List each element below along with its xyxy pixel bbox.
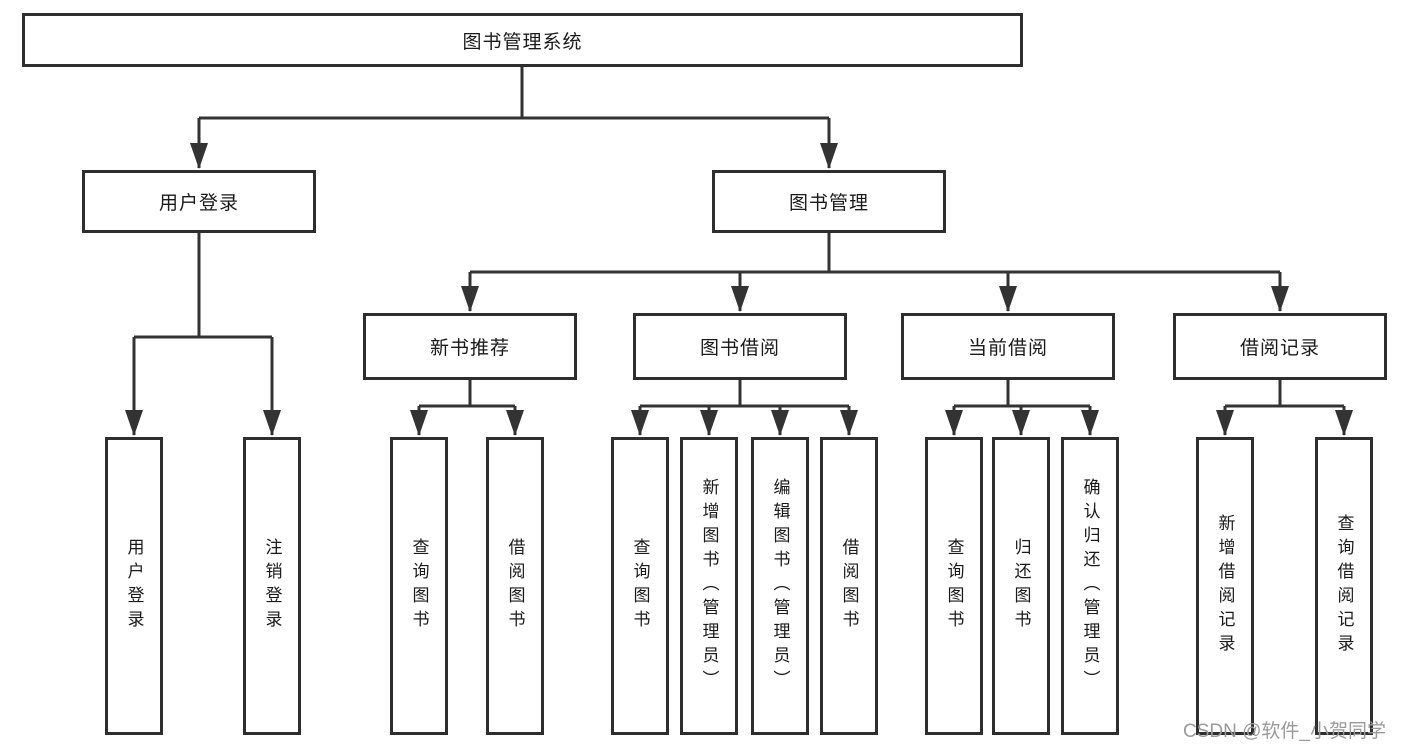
- leaf-borrow-query-books: 查询图书: [611, 437, 669, 735]
- leaf-borrow-borrow-books: 借阅图书: [820, 437, 878, 735]
- leaf-current-return-books-label: 归还图书: [1011, 538, 1031, 634]
- node-current-borrow: 当前借阅: [901, 313, 1115, 380]
- node-borrow-records: 借阅记录: [1173, 313, 1387, 380]
- csdn-watermark: CSDN @软件_小贺同学: [1183, 721, 1386, 742]
- leaf-logout-label: 注销登录: [262, 538, 282, 634]
- node-borrow-records-label: 借阅记录: [1239, 338, 1320, 359]
- leaf-borrow-borrow-books-label: 借阅图书: [839, 538, 859, 634]
- node-new-book-recommend: 新书推荐: [363, 313, 577, 380]
- leaf-user-login: 用户登录: [105, 437, 163, 735]
- leaf-borrow-edit-books-admin: 编辑图书（管理员）: [751, 437, 809, 735]
- node-user-login: 用户登录: [82, 170, 316, 233]
- leaf-records-query-record-label: 查询借阅记录: [1334, 514, 1354, 658]
- leaf-newbook-query-books: 查询图书: [390, 437, 448, 735]
- node-book-borrow-label: 图书借阅: [699, 338, 780, 359]
- leaf-current-return-books: 归还图书: [992, 437, 1050, 735]
- leaf-current-confirm-return-admin: 确认归还（管理员）: [1061, 437, 1119, 735]
- leaf-records-add-record: 新增借阅记录: [1196, 437, 1254, 735]
- leaf-records-add-record-label: 新增借阅记录: [1215, 514, 1235, 658]
- node-book-management-label: 图书管理: [788, 193, 869, 214]
- leaf-current-query-books-label: 查询图书: [944, 538, 964, 634]
- leaf-newbook-borrow-books-label: 借阅图书: [505, 538, 525, 634]
- leaf-newbook-borrow-books: 借阅图书: [486, 437, 544, 735]
- leaf-borrow-add-books-admin-label: 新增图书（管理员）: [699, 478, 719, 694]
- leaf-user-login-label: 用户登录: [124, 538, 144, 634]
- leaf-borrow-query-books-label: 查询图书: [630, 538, 650, 634]
- leaf-logout: 注销登录: [243, 437, 301, 735]
- leaf-borrow-edit-books-admin-label: 编辑图书（管理员）: [770, 478, 790, 694]
- node-new-book-recommend-label: 新书推荐: [429, 338, 510, 359]
- leaf-current-confirm-return-admin-label: 确认归还（管理员）: [1080, 478, 1100, 694]
- leaf-records-query-record: 查询借阅记录: [1315, 437, 1373, 735]
- node-current-borrow-label: 当前借阅: [967, 338, 1048, 359]
- node-book-management: 图书管理: [712, 170, 946, 233]
- leaf-newbook-query-books-label: 查询图书: [409, 538, 429, 634]
- node-book-borrow: 图书借阅: [633, 313, 847, 380]
- node-root: 图书管理系统: [22, 13, 1023, 67]
- leaf-current-query-books: 查询图书: [925, 437, 983, 735]
- node-root-label: 图书管理系统: [462, 31, 583, 53]
- node-user-login-label: 用户登录: [158, 193, 239, 214]
- leaf-borrow-add-books-admin: 新增图书（管理员）: [680, 437, 738, 735]
